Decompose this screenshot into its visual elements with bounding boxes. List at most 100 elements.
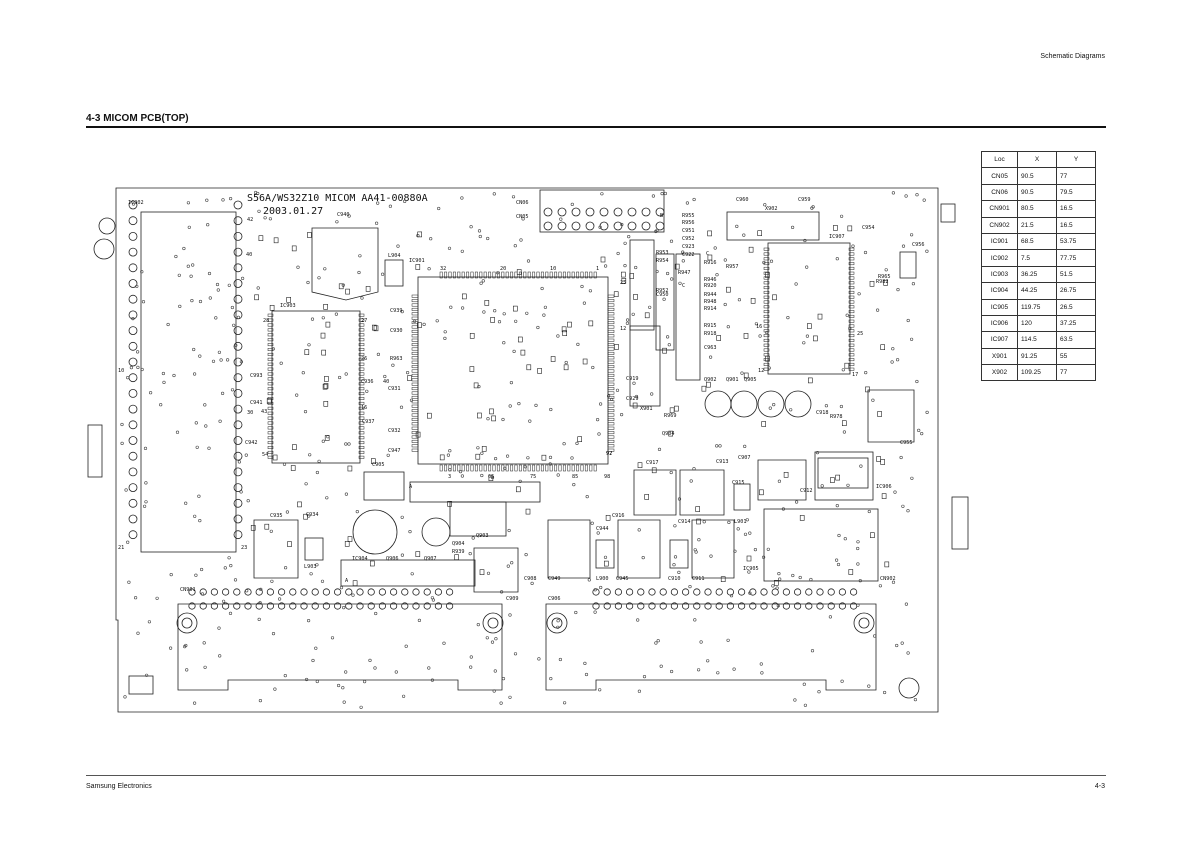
smd-pad: [324, 376, 329, 382]
via-dot: [355, 510, 359, 514]
via-dot: [803, 703, 808, 707]
via-dot: [856, 540, 860, 544]
via-dot: [244, 453, 248, 457]
ic-pin: [411, 431, 419, 435]
via-dot: [144, 481, 148, 485]
ic-pin: [411, 387, 419, 391]
smd-pad: [491, 415, 496, 422]
ic-pin: [411, 426, 419, 430]
smd-pad: [320, 332, 326, 339]
via-dot: [512, 349, 516, 354]
via-dot: [735, 224, 739, 228]
pin-pad: [311, 602, 319, 610]
smd-pad: [322, 383, 328, 390]
pin-pad: [648, 588, 656, 596]
qr-pad-block: [817, 457, 869, 489]
pin-pad: [641, 207, 651, 217]
smd-pad: [629, 273, 635, 279]
ic-pin: [848, 286, 855, 290]
via-dot: [192, 347, 196, 352]
component-label: C910: [668, 576, 681, 582]
via-dot: [131, 317, 135, 321]
via-dot: [900, 641, 904, 645]
pin-pad: [771, 588, 779, 596]
ic-pin: [607, 391, 615, 395]
smd-pad: [633, 294, 638, 300]
via-dot: [723, 258, 727, 262]
ic-pin: [763, 252, 770, 256]
via-dot: [338, 375, 342, 380]
cell-loc: IC902: [981, 249, 1018, 267]
ic-pin: [358, 367, 365, 371]
via-dot: [510, 561, 514, 565]
via-dot: [502, 312, 506, 316]
smd-pad: [563, 364, 569, 371]
via-dot: [513, 244, 517, 248]
via-dot: [837, 533, 841, 538]
pin-pad: [233, 483, 243, 493]
smd-pad: [877, 411, 882, 417]
smd-pad: [266, 398, 272, 404]
smd-pad: [716, 335, 722, 341]
via-dot: [637, 528, 641, 532]
pin-pad: [266, 588, 274, 596]
footer-divider: [86, 775, 1106, 776]
via-dot: [660, 192, 664, 196]
via-dot: [650, 392, 654, 396]
ic-pin: [411, 382, 419, 386]
via-dot: [481, 279, 485, 283]
smd-pad: [323, 400, 329, 407]
via-dot: [120, 441, 124, 446]
smd-pad: [488, 475, 494, 482]
via-dot: [673, 524, 677, 528]
smd-pad: [848, 569, 854, 575]
ic-pin: [607, 378, 615, 382]
via-dot: [305, 677, 309, 682]
via-dot: [851, 244, 855, 248]
via-dot: [357, 270, 361, 275]
via-dot: [587, 578, 591, 582]
via-dot: [285, 510, 290, 514]
via-dot: [625, 321, 630, 325]
component-label: R953: [656, 250, 669, 256]
pin-pad: [378, 588, 386, 596]
ic-pin: [562, 464, 566, 472]
via-dot: [723, 302, 727, 307]
via-dot: [913, 697, 918, 702]
via-dot: [824, 404, 829, 408]
via-dot: [743, 444, 747, 449]
ic-pin: [267, 333, 274, 337]
cell-x: 109.25: [1017, 364, 1057, 382]
via-dot: [227, 556, 231, 560]
ic-pin: [267, 357, 274, 361]
pin-pad: [233, 341, 243, 351]
ic-pin: [411, 303, 419, 307]
ic-pin: [267, 436, 274, 440]
ic-pin: [514, 464, 518, 472]
ic-pin: [358, 338, 365, 342]
via-dot: [480, 451, 484, 455]
ic-pin: [411, 404, 419, 408]
ic-pin: [267, 343, 274, 347]
ic-pin: [584, 271, 588, 279]
cn05-outline: [539, 189, 665, 233]
ic-pin: [848, 271, 855, 275]
via-dot: [525, 311, 529, 315]
smd-pad: [765, 272, 770, 278]
smd-pad: [644, 312, 650, 319]
via-dot: [805, 265, 809, 269]
cell-y: 26.5: [1056, 298, 1096, 316]
ic-pin: [358, 431, 365, 435]
component-label: R956: [682, 220, 695, 226]
smd-pad: [469, 332, 475, 339]
via-dot: [580, 284, 584, 289]
via-dot: [603, 555, 608, 559]
ic-pin: [358, 446, 365, 449]
via-dot: [636, 618, 640, 622]
component-label: C954: [862, 225, 875, 231]
ic-pin: [848, 295, 855, 299]
via-dot: [925, 249, 929, 253]
via-dot: [549, 407, 553, 412]
